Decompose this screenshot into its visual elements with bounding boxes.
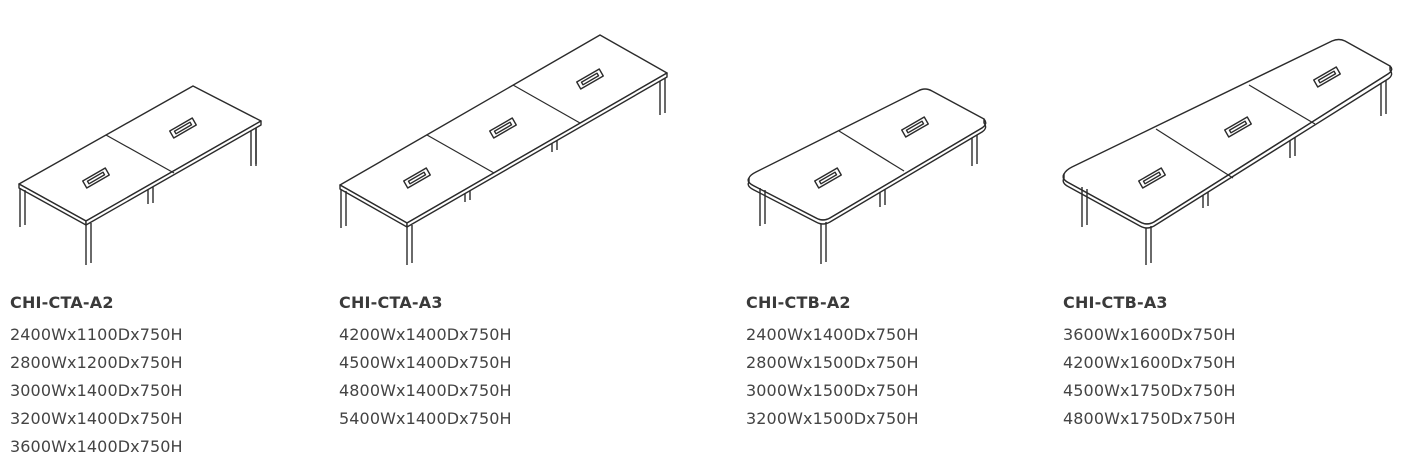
size-option: 4200Wx1600Dx750H bbox=[1063, 353, 1236, 372]
size-list: 2400Wx1100Dx750H 2800Wx1200Dx750H 3000Wx… bbox=[10, 321, 183, 461]
size-option: 3000Wx1500Dx750H bbox=[746, 381, 919, 400]
size-list: 2400Wx1400Dx750H 2800Wx1500Dx750H 3000Wx… bbox=[746, 321, 919, 433]
product-chi-cta-a3: CHI-CTA-A3 4200Wx1400Dx750H 4500Wx1400Dx… bbox=[339, 0, 699, 471]
boat-shaped-3-module-conference-table-icon bbox=[1062, 0, 1403, 280]
size-list: 4200Wx1400Dx750H 4500Wx1400Dx750H 4800Wx… bbox=[339, 321, 512, 433]
product-chi-cta-a2: CHI-CTA-A2 2400Wx1100Dx750H 2800Wx1200Dx… bbox=[10, 0, 310, 471]
size-option: 4500Wx1400Dx750H bbox=[339, 353, 512, 372]
model-code: CHI-CTB-A3 bbox=[1063, 293, 1168, 312]
size-option: 4200Wx1400Dx750H bbox=[339, 325, 512, 344]
model-code: CHI-CTA-A2 bbox=[10, 293, 114, 312]
product-chi-ctb-a2: CHI-CTB-A2 2400Wx1400Dx750H 2800Wx1500Dx… bbox=[746, 0, 1046, 471]
size-option: 4800Wx1750Dx750H bbox=[1063, 409, 1236, 428]
size-option: 3200Wx1500Dx750H bbox=[746, 409, 919, 428]
rectangular-3-module-conference-table-icon bbox=[339, 0, 699, 280]
size-option: 2400Wx1400Dx750H bbox=[746, 325, 919, 344]
size-option: 2400Wx1100Dx750H bbox=[10, 325, 183, 344]
size-option: 3600Wx1400Dx750H bbox=[10, 437, 183, 456]
size-option: 2800Wx1200Dx750H bbox=[10, 353, 183, 372]
product-chi-ctb-a3: CHI-CTB-A3 3600Wx1600Dx750H 4200Wx1600Dx… bbox=[1062, 0, 1403, 471]
size-option: 3200Wx1400Dx750H bbox=[10, 409, 183, 428]
size-option: 5400Wx1400Dx750H bbox=[339, 409, 512, 428]
model-code: CHI-CTA-A3 bbox=[339, 293, 443, 312]
size-option: 4500Wx1750Dx750H bbox=[1063, 381, 1236, 400]
model-code: CHI-CTB-A2 bbox=[746, 293, 851, 312]
boat-shaped-2-module-conference-table-icon bbox=[746, 0, 1046, 280]
size-option: 4800Wx1400Dx750H bbox=[339, 381, 512, 400]
size-list: 3600Wx1600Dx750H 4200Wx1600Dx750H 4500Wx… bbox=[1063, 321, 1236, 433]
size-option: 3600Wx1600Dx750H bbox=[1063, 325, 1236, 344]
rectangular-2-module-conference-table-icon bbox=[10, 0, 310, 280]
size-option: 2800Wx1500Dx750H bbox=[746, 353, 919, 372]
size-option: 3000Wx1400Dx750H bbox=[10, 381, 183, 400]
